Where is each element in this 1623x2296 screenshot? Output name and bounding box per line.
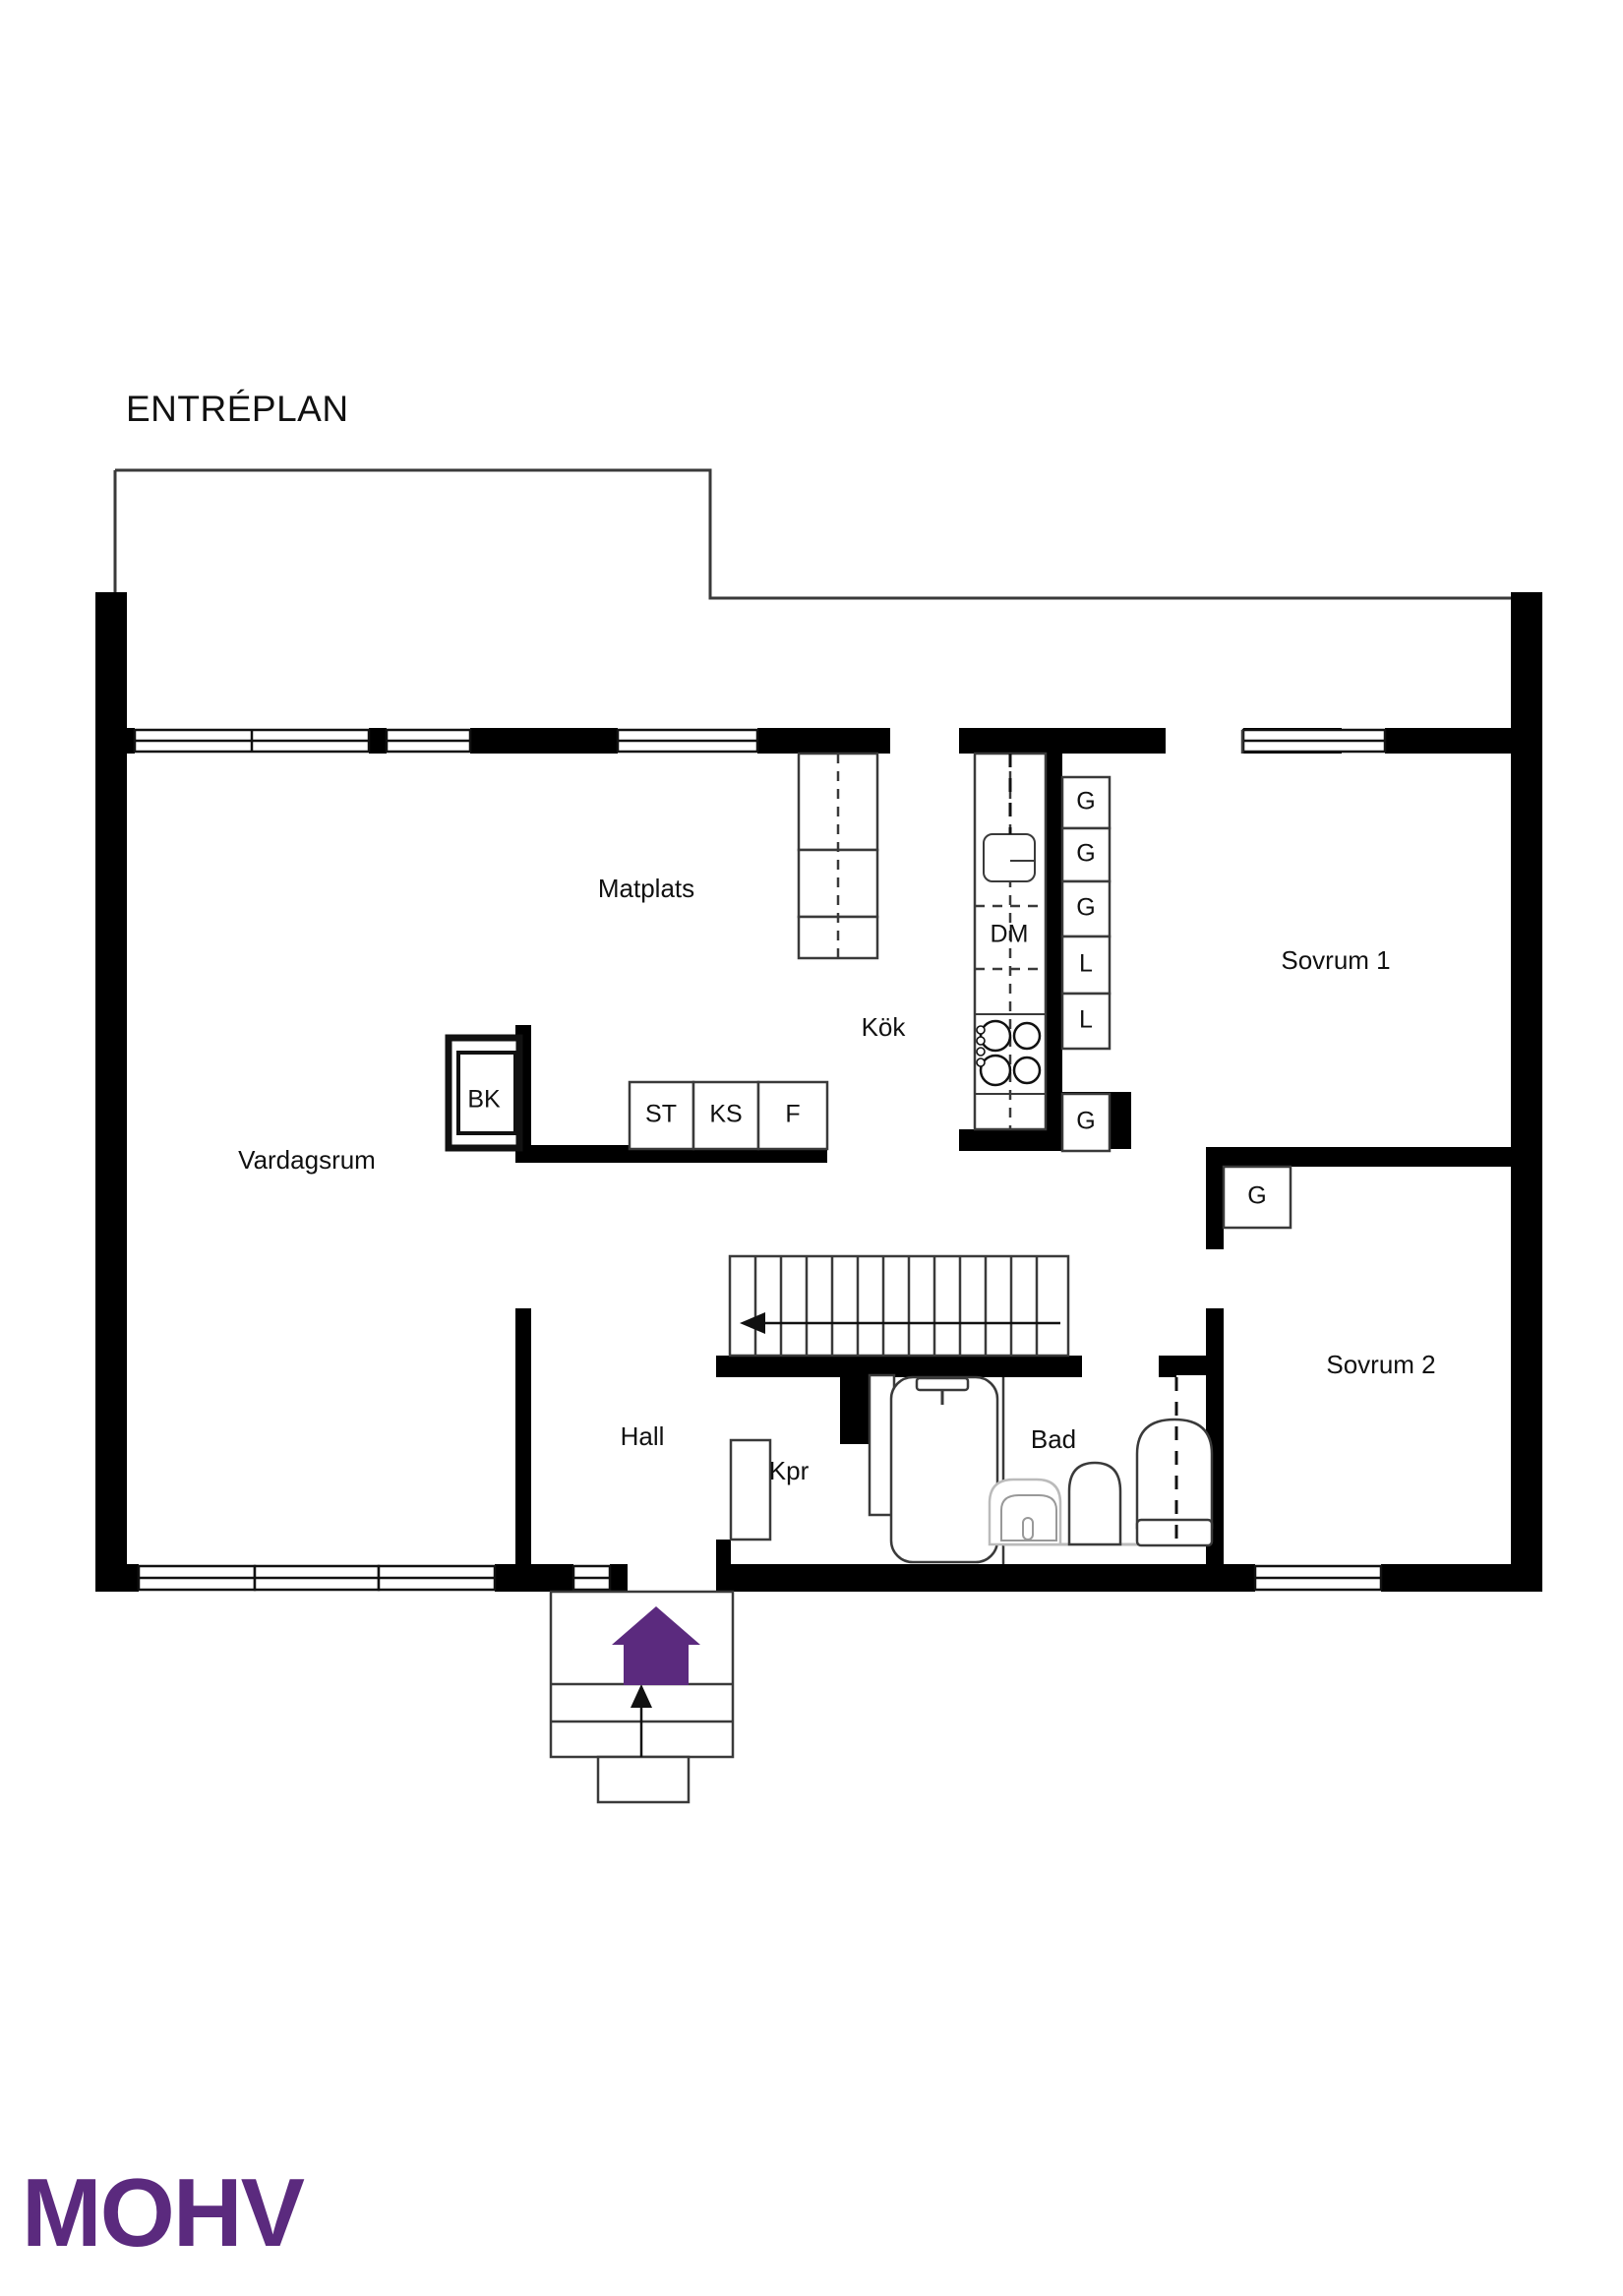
unit-ks-box <box>691 1080 760 1151</box>
kpr-lower-box <box>729 1438 772 1541</box>
cabinet-labels: BK ST KS F DM G G G L L G G <box>467 788 1266 1210</box>
cabinet-label-dm: DM <box>991 921 1029 948</box>
cabinet-label-g4: G <box>1076 1108 1095 1135</box>
wall-top-seg-e <box>967 728 1166 754</box>
room-label-vardagsrum: Vardagsrum <box>238 1145 376 1175</box>
cabinet-label-l1: L <box>1079 950 1093 978</box>
kitchen-sink-icon <box>983 833 1036 882</box>
cabinet-label-l2: L <box>1079 1006 1093 1034</box>
cabinet-g1-box <box>1060 775 1112 830</box>
page-title: ENTRÉPLAN <box>126 389 349 429</box>
window-top-sovrum1 <box>1241 728 1387 754</box>
wall-kpr-bottom <box>716 1540 731 1567</box>
bathtub-icon <box>889 1375 999 1564</box>
cabinet-label-ks: KS <box>709 1101 742 1128</box>
wall-kitchen-foot <box>959 1129 1067 1151</box>
room-label-hall: Hall <box>621 1421 665 1451</box>
entrance-house-marker-icon <box>612 1606 700 1685</box>
wall-top-seg-c <box>470 728 618 754</box>
wall-bad-right-divider <box>1159 1356 1176 1377</box>
cabinet-label-st: ST <box>645 1101 677 1128</box>
dining-cabinets <box>797 752 879 960</box>
entrance-porch <box>549 1590 735 1804</box>
wall-sovrum2-door-header <box>1166 1356 1210 1375</box>
toilet-2-icon <box>1135 1418 1214 1547</box>
window-bottom-sovrum2 <box>1253 1564 1383 1592</box>
window-top-matplats-2 <box>616 728 759 754</box>
wall-top-seg-d <box>757 728 890 754</box>
wall-bottom-seg-b <box>495 1564 573 1592</box>
wall-bottom-seg-e <box>1228 1564 1255 1592</box>
upper-outline <box>113 468 1531 600</box>
wall-hall-left-divider <box>515 1308 531 1566</box>
room-label-kpr: Kpr <box>769 1456 810 1485</box>
stove-knobs-icon <box>976 1025 986 1067</box>
wall-kitchen-left <box>959 728 975 754</box>
windows <box>133 728 1387 1592</box>
cabinet-label-f: F <box>785 1101 800 1128</box>
wall-exterior-right <box>1511 592 1542 1592</box>
unit-f-box <box>756 1080 829 1151</box>
wall-top-seg-a <box>127 728 135 754</box>
entry-direction-arrow-icon <box>631 1684 652 1757</box>
cabinet-g4-box <box>1060 1092 1112 1153</box>
wall-closet-g5-left <box>1206 1147 1224 1249</box>
cabinet-l2-box <box>1060 992 1112 1051</box>
wall-top-seg-g <box>1385 728 1513 754</box>
room-label-bad: Bad <box>1031 1424 1076 1454</box>
wall-kitchen-right <box>1045 728 1062 1131</box>
sink-basin-inner <box>1000 1494 1057 1541</box>
room-label-matplats: Matplats <box>598 874 694 903</box>
cabinet-dining-top <box>797 752 879 852</box>
wall-between-bedrooms <box>1206 1147 1521 1167</box>
cabinet-l1-box <box>1060 935 1112 996</box>
window-bottom-hall <box>571 1564 612 1592</box>
cabinet-g5-box <box>1222 1165 1292 1230</box>
cabinet-label-g2: G <box>1076 840 1095 868</box>
stair-direction-arrow-icon <box>740 1312 1060 1334</box>
window-top-matplats <box>385 728 472 754</box>
window-bottom-mid2 <box>377 1564 497 1592</box>
cabinet-label-g3: G <box>1076 894 1095 922</box>
window-bottom-mid1 <box>253 1564 381 1592</box>
kitchen-counter-units <box>628 1080 829 1151</box>
staircase <box>728 1254 1070 1358</box>
toilet-icon <box>1067 1461 1122 1546</box>
kitchen-tall-cabinets <box>1060 775 1112 1153</box>
wall-exterior-left <box>95 592 127 1592</box>
stove-icon <box>979 1019 1042 1087</box>
brand-logo: MOHV <box>22 2158 305 2266</box>
wall-bottom-seg-c <box>610 1564 628 1592</box>
kitchen-worktop <box>973 752 1048 1131</box>
bk-closet <box>445 1034 523 1152</box>
wall-stair-landing <box>716 1356 1082 1377</box>
sovrum2-wardrobe <box>1222 1165 1292 1230</box>
wall-top-seg-b <box>369 728 387 754</box>
wall-bottom-seg-d <box>716 1564 1228 1592</box>
room-label-sovrum1: Sovrum 1 <box>1281 945 1390 975</box>
window-top-left <box>133 728 371 754</box>
cabinet-label-g5: G <box>1247 1182 1266 1210</box>
wall-bottom-seg-f <box>1381 1564 1542 1592</box>
window-bottom-left <box>137 1564 257 1592</box>
room-labels: Vardagsrum Matplats Kök Sovrum 1 Sovrum … <box>238 874 1435 1485</box>
bathroom <box>889 1375 1214 1564</box>
room-label-sovrum2: Sovrum 2 <box>1326 1350 1435 1379</box>
cabinet-label-bk: BK <box>467 1086 501 1114</box>
cabinet-label-g1: G <box>1076 788 1095 816</box>
wall-bottom-seg-a <box>95 1564 139 1592</box>
room-label-kok: Kök <box>862 1012 907 1042</box>
